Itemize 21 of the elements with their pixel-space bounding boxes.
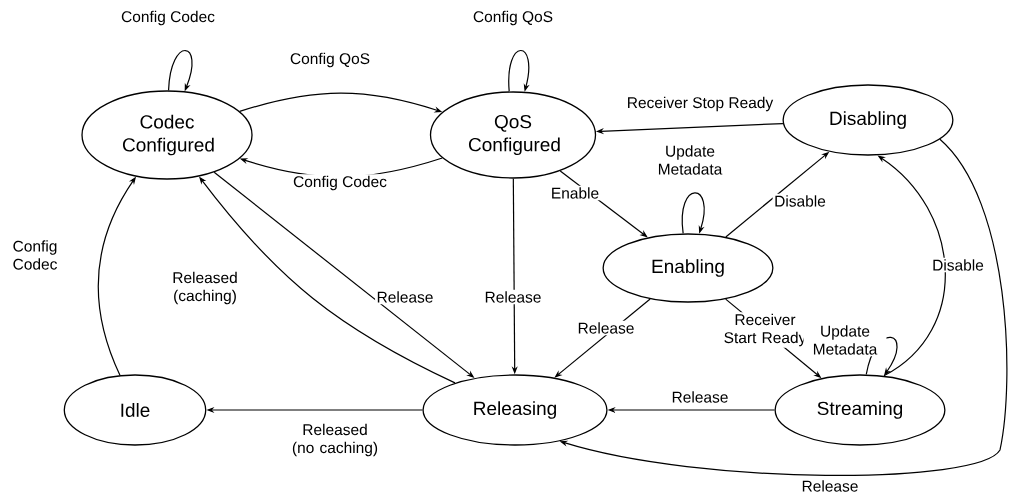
edge-label: Update Metadata	[648, 143, 732, 177]
edge-label: Config Codec	[3, 238, 67, 272]
edge-label: Release	[483, 289, 543, 305]
edge-label: Release	[576, 320, 636, 336]
edge-label: Receiver Start Ready	[718, 312, 812, 348]
edge-label: Release	[670, 389, 730, 405]
arrow	[681, 192, 705, 234]
edge-label: Config QoS	[471, 9, 555, 27]
edge-label: Receiver Stop Ready	[625, 95, 775, 113]
edge-label: Config Codec	[291, 174, 389, 192]
edge-label: Disable	[930, 257, 986, 273]
edge-label: Released (caching)	[163, 270, 247, 306]
edge-label: Released (no caching)	[288, 422, 382, 458]
edge-label: Disable	[772, 193, 828, 209]
edge-label: Enable	[549, 185, 601, 201]
edge-label: Config QoS	[288, 51, 372, 69]
arrow	[508, 49, 530, 92]
edge-label: Update Metadata	[803, 323, 887, 357]
edge-label: Config Codec	[119, 9, 217, 27]
edge-label: Release	[800, 478, 860, 494]
edge-label: Release	[375, 289, 435, 305]
